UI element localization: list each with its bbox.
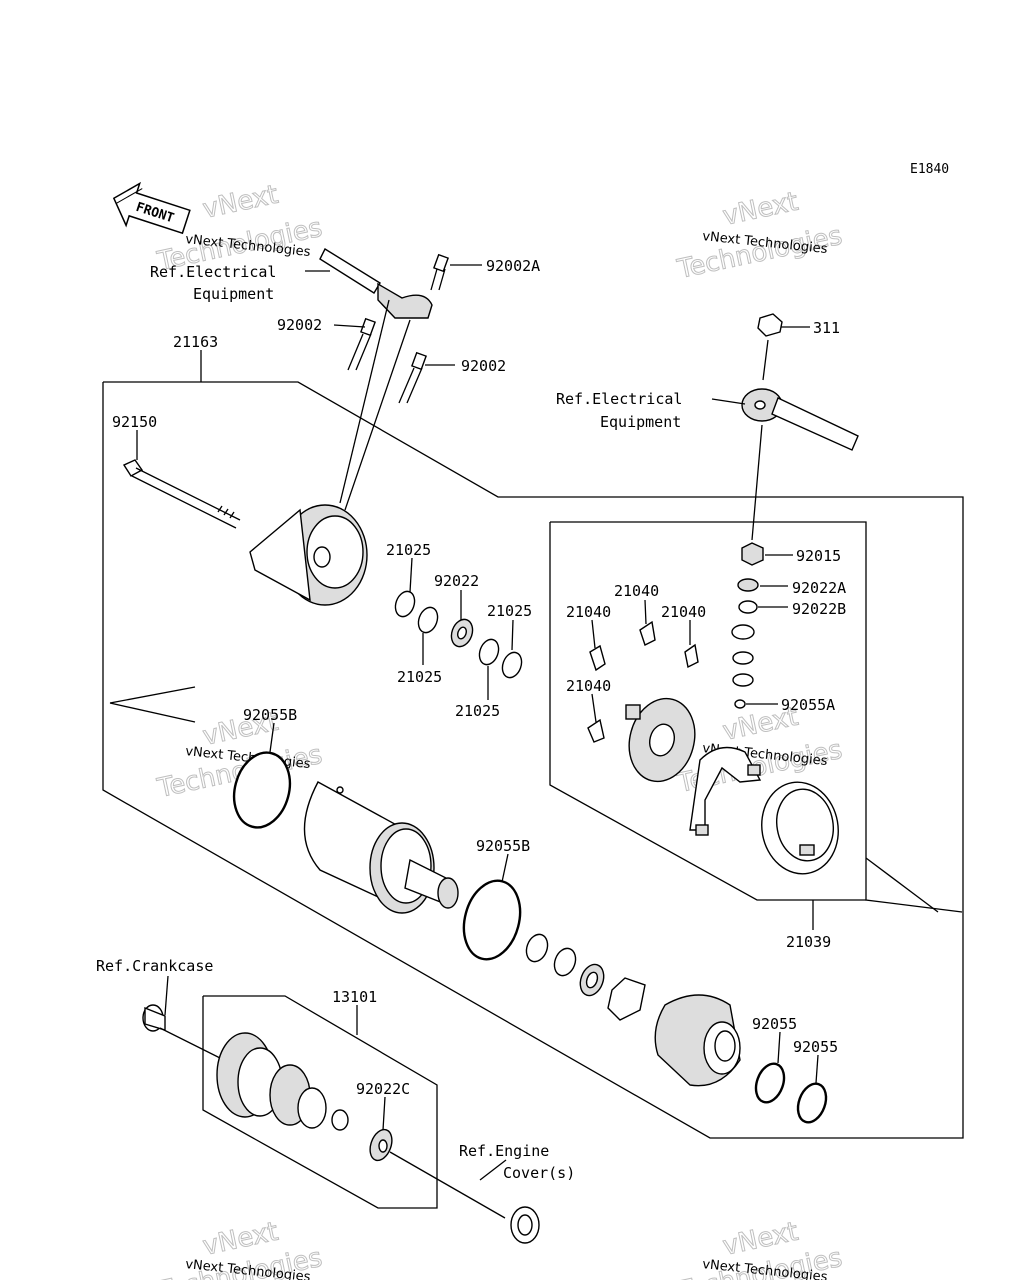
bolt-92002-left	[347, 317, 376, 371]
ref-electrical-right-line1: Ref.Electrical	[556, 390, 682, 408]
watermark-bottom-left: vNext Technologies vNext Technologies	[154, 1216, 326, 1280]
electrical-cable-right	[741, 388, 859, 541]
motor-yoke	[303, 781, 459, 914]
part-92150: 92150	[112, 413, 157, 431]
leader-lines	[136, 264, 819, 1181]
brush-plate-21039	[625, 697, 762, 836]
brush-holder	[761, 781, 839, 875]
part-92002A: 92002A	[486, 257, 540, 275]
part-21025-d: 21025	[455, 702, 500, 720]
washer-stack-bottom	[525, 933, 646, 1021]
washer-stack-top	[394, 590, 523, 679]
svg-text:vNext: vNext	[200, 180, 281, 225]
o-ring-92055B-left	[232, 751, 292, 829]
terminal-stack	[731, 542, 764, 709]
part-21040-c: 21040	[661, 603, 706, 621]
part-311: 311	[813, 319, 840, 337]
starter-clutch-13101	[142, 1004, 349, 1131]
part-21040-a: 21040	[614, 582, 659, 600]
part-21040-d: 21040	[566, 677, 611, 695]
assembly-outline	[102, 381, 964, 1209]
part-92055A: 92055A	[781, 696, 835, 714]
part-21039: 21039	[786, 933, 831, 951]
ref-crankcase: Ref.Crankcase	[96, 957, 213, 975]
electrical-cable-left	[319, 248, 433, 511]
brush-springs-21040	[587, 620, 699, 743]
ref-electrical-right-line2: Equipment	[600, 413, 681, 431]
ref-electrical-left-line1: Ref.Electrical	[150, 263, 276, 281]
o-ring-92055-b	[796, 1082, 828, 1124]
engine-cover-bushing	[510, 1206, 540, 1244]
long-bolt-92150	[122, 459, 241, 529]
o-ring-92055-a	[754, 1062, 786, 1104]
part-21040-b: 21040	[566, 603, 611, 621]
bolt-92002-right	[398, 351, 427, 404]
nut-311	[757, 313, 783, 381]
ref-engine-cover-line1: Ref.Engine	[459, 1142, 549, 1160]
washer-92022C	[369, 1128, 506, 1219]
part-92022C: 92022C	[356, 1080, 410, 1098]
part-92055-a: 92055	[752, 1015, 797, 1033]
front-arrow-icon: FRONT	[112, 181, 191, 235]
o-ring-92055B-right	[462, 879, 522, 961]
watermark-bottom-right: vNext Technologies vNext Technologies	[674, 1216, 846, 1280]
part-92055B-right: 92055B	[476, 837, 530, 855]
part-92015: 92015	[796, 547, 841, 565]
part-92022: 92022	[434, 572, 479, 590]
ref-engine-cover-line2: Cover(s)	[503, 1164, 575, 1182]
part-21163: 21163	[173, 333, 218, 351]
part-13101: 13101	[332, 988, 377, 1006]
rear-housing-21163	[249, 504, 368, 606]
watermark-top-right: vNext Technologies vNext Technologies	[674, 186, 846, 285]
part-92002-right: 92002	[461, 357, 506, 375]
part-21025-c: 21025	[487, 602, 532, 620]
part-92022A: 92022A	[792, 579, 846, 597]
part-92002-left: 92002	[277, 316, 322, 334]
part-21025-a: 21025	[386, 541, 431, 559]
diagram-code: E1840	[910, 162, 949, 177]
part-92022B: 92022B	[792, 600, 846, 618]
ref-electrical-left-line2: Equipment	[193, 285, 274, 303]
svg-text:vNext: vNext	[720, 187, 801, 232]
front-cover	[654, 994, 741, 1087]
part-92055-b: 92055	[793, 1038, 838, 1056]
part-21025-b: 21025	[397, 668, 442, 686]
bolt-92002A	[430, 253, 449, 291]
part-92055B-left: 92055B	[243, 706, 297, 724]
